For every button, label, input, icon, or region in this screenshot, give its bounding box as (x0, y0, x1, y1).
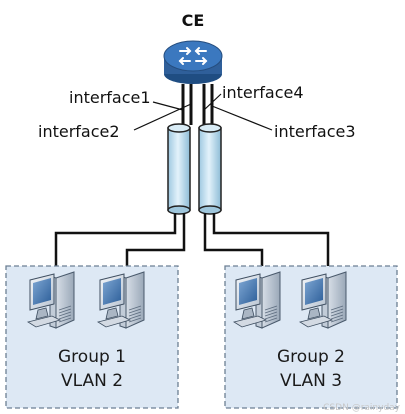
uplink-cables (181, 84, 214, 125)
trunk-pipe-right (198, 123, 222, 215)
group2-name: Group 2 (277, 347, 345, 367)
interface-pointers (133, 93, 273, 131)
watermark: CSDN @rainyday (323, 403, 400, 413)
group2-vlan: VLAN 3 (280, 371, 342, 391)
interface2-label: interface2 (38, 122, 120, 141)
pc-icon (26, 271, 75, 329)
trunk-pipe-left (167, 123, 191, 215)
interface1-label: interface1 (69, 88, 151, 107)
interface3-label: interface3 (274, 122, 356, 141)
device-label: CE (182, 11, 205, 30)
downlink-cables (54, 213, 330, 268)
pc-icon (96, 271, 145, 329)
router-icon (163, 40, 223, 84)
interface4-label: interface4 (222, 83, 304, 102)
group1-name: Group 1 (58, 347, 126, 367)
pc-icon (232, 271, 281, 329)
pc-icon (298, 271, 347, 329)
group1-vlan: VLAN 2 (61, 371, 123, 391)
